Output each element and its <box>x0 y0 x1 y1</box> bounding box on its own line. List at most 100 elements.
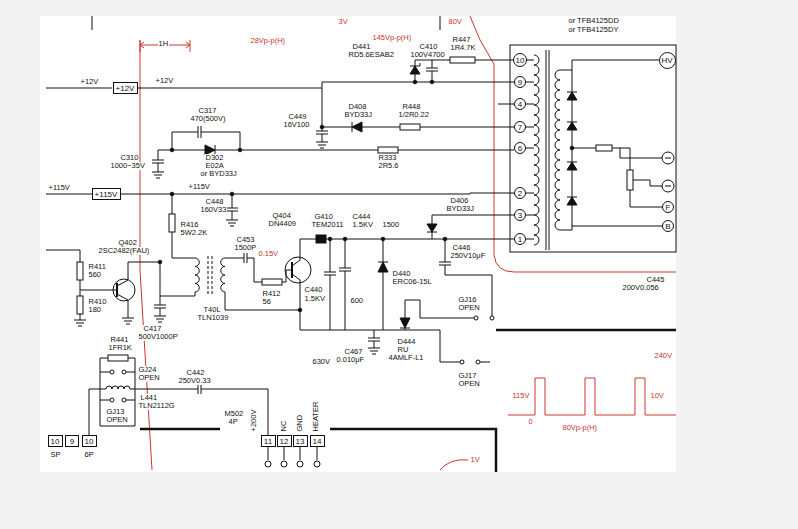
node-text: F <box>666 203 671 212</box>
wire <box>292 239 300 330</box>
wire <box>627 170 633 190</box>
component-label: 2R5.6 <box>378 162 399 170</box>
wire <box>122 398 126 402</box>
component-label: GJ17 <box>458 372 477 380</box>
wire <box>262 279 282 285</box>
wire <box>316 88 328 148</box>
component-label: 1500 <box>382 221 400 229</box>
wire <box>322 127 514 128</box>
wire <box>490 316 494 320</box>
component-label: 4P <box>228 418 238 426</box>
diode-symbol <box>567 162 577 163</box>
component-label: C440 <box>304 286 323 294</box>
diode-symbol <box>567 122 577 130</box>
wire <box>117 262 195 296</box>
wire <box>77 296 83 314</box>
connector-pin: 13 <box>293 435 308 447</box>
diode-symbol <box>427 224 437 232</box>
diode-symbol <box>158 63 577 328</box>
component-label: 160V33 <box>200 206 227 214</box>
node-text: B <box>665 222 670 231</box>
component-label: C448 <box>205 198 224 206</box>
node-text: 11 <box>264 437 272 446</box>
connector-pin: 14 <box>310 435 325 447</box>
output-terminal: B <box>662 220 674 232</box>
component-label: +12V <box>155 77 174 85</box>
node-text: 9 <box>70 437 74 446</box>
wire-connector <box>138 82 515 88</box>
wire <box>596 145 612 151</box>
component-label: 1000~35V <box>110 162 145 170</box>
component-label: 1.5KV <box>352 221 373 229</box>
component-label: 180 <box>88 306 102 314</box>
wire <box>221 258 225 292</box>
component-label: 1.5KV <box>304 295 325 303</box>
diode-symbol <box>567 197 577 198</box>
signal-annotation: 115V <box>512 392 530 400</box>
wire <box>560 60 662 230</box>
signal-annotation: 145Vp-p(H) <box>372 34 412 42</box>
component-label: R410 <box>88 298 107 306</box>
diode-symbol <box>427 232 437 233</box>
diode-symbol <box>328 237 332 241</box>
diode-symbol <box>320 125 324 129</box>
component-label: C444 <box>352 213 371 221</box>
wire <box>281 461 287 467</box>
component-label: 6P <box>84 451 94 459</box>
connector-pin: 11 <box>261 435 276 447</box>
wire <box>534 55 539 245</box>
diode-symbol <box>352 122 362 132</box>
component-label: OPEN <box>458 380 480 388</box>
node-text: 1 <box>518 235 522 244</box>
component-label: D444 <box>397 338 416 346</box>
wire <box>108 355 128 361</box>
component-label: 500V1000P <box>138 333 178 341</box>
pin-number: 6 <box>514 142 526 154</box>
node-text: 9 <box>518 78 522 87</box>
component-label: L441 <box>140 394 158 402</box>
component-label: or TFB4125DD <box>568 17 619 25</box>
component-label: HEATER <box>312 401 320 432</box>
wire <box>265 461 271 467</box>
wire <box>378 147 398 153</box>
sheet <box>40 16 676 472</box>
component-label: 630V <box>312 358 331 366</box>
wire <box>46 88 112 89</box>
wire <box>113 279 135 301</box>
component-label: E02A <box>205 162 224 170</box>
diode-symbol <box>410 66 420 74</box>
node-text: 14 <box>313 437 322 446</box>
component-label: R441 <box>110 336 129 344</box>
connector-pin: 9 <box>65 435 79 447</box>
component-label: C449 <box>288 113 307 121</box>
diode-symbol <box>378 262 388 263</box>
diode-symbol <box>570 146 574 150</box>
diode-symbol <box>400 318 410 328</box>
diode-symbol <box>400 328 410 329</box>
wire <box>498 104 514 105</box>
wire <box>440 330 490 362</box>
component-label: NC <box>280 420 288 432</box>
node-text: 10 <box>516 56 525 65</box>
component-label: ERC06-15L <box>392 278 432 286</box>
component-label: GJ16 <box>458 296 477 304</box>
signal-annotation: 80V <box>448 18 462 26</box>
wire <box>314 461 320 467</box>
pin-number: 2 <box>514 187 526 199</box>
component-label: RD5.6ESAB2 <box>348 51 394 59</box>
connector-pin: 10 <box>48 435 63 447</box>
component-label: or TFB4125DY <box>568 26 619 34</box>
component-label: GJ24 <box>138 366 157 374</box>
component-label: 600 <box>350 297 364 305</box>
component-label: C467 <box>344 348 363 356</box>
component-label: D406 <box>450 197 469 205</box>
wire <box>154 296 166 322</box>
wire <box>140 330 676 472</box>
wire <box>77 262 83 280</box>
component-label: +200V <box>250 409 258 432</box>
component-label: GJ13 <box>106 408 125 416</box>
wire <box>426 60 438 82</box>
wire <box>400 124 420 130</box>
output-terminal: HV <box>659 52 676 69</box>
